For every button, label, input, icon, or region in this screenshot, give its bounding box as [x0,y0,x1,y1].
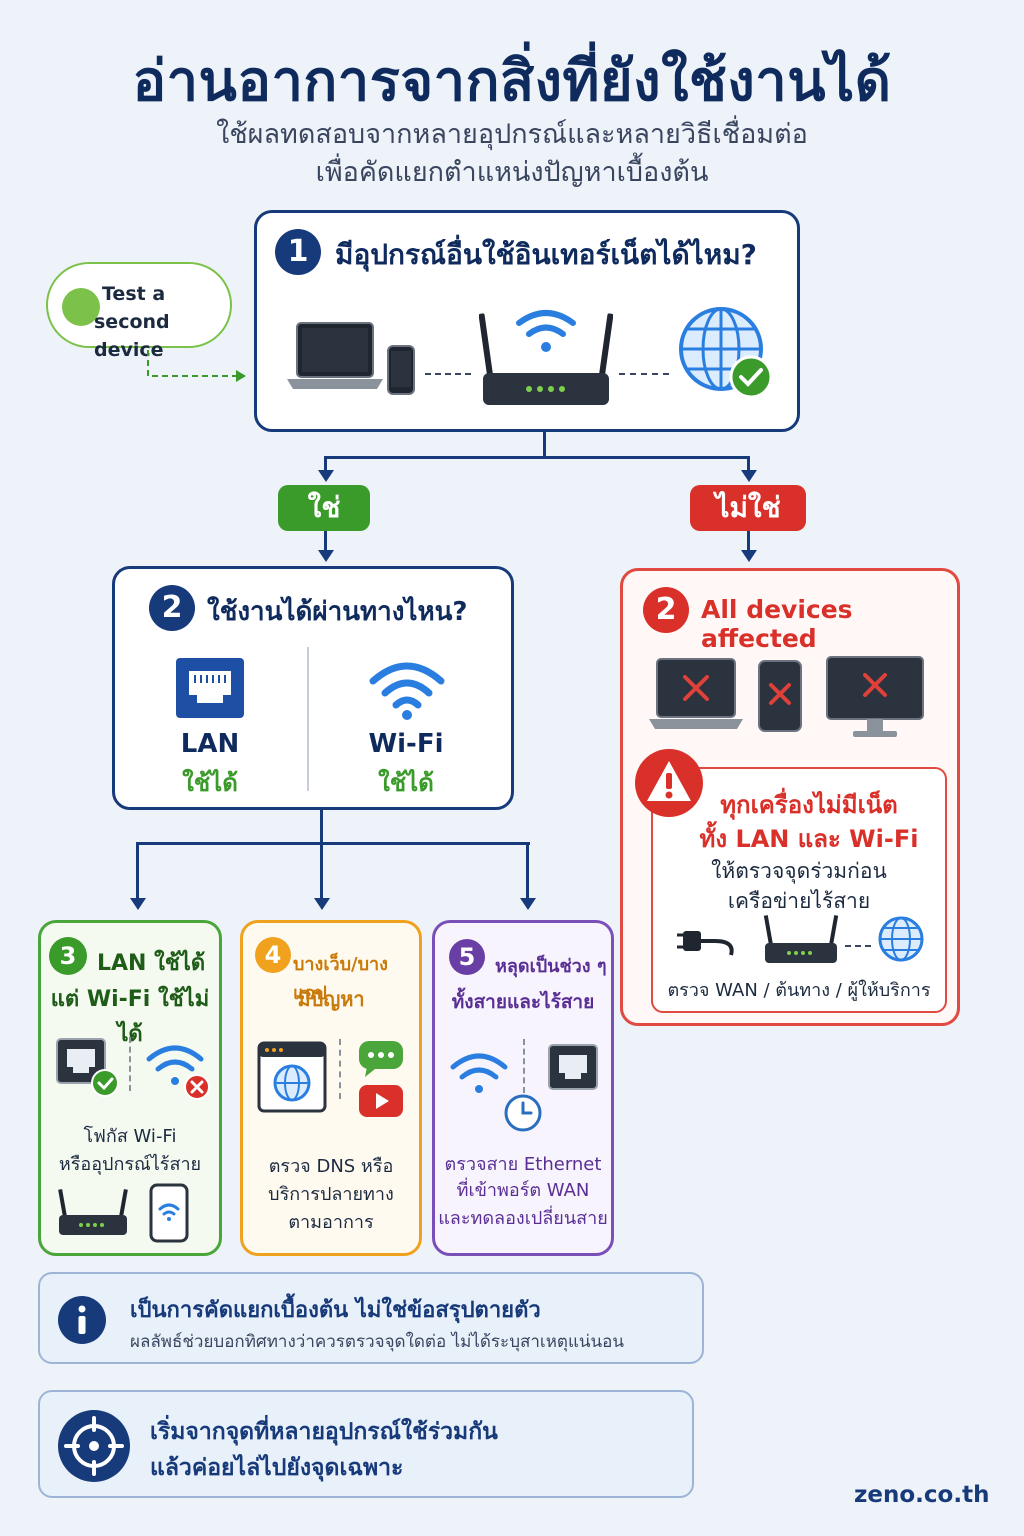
wifi-status: ใช้ได้ [378,769,434,797]
no-branch-label: ไม่ใช่ [690,485,806,531]
ethernet-check-icon [56,1038,119,1097]
brand-footer[interactable]: zeno.co.th [854,1482,990,1508]
dashed-link [619,373,669,375]
step1-number: 1 [275,229,321,275]
wifi-icon [450,1053,508,1093]
phone-x-icon [758,660,802,732]
tip-note: เริ่มจากจุดที่หลายอุปกรณ์ใช้ร่วมกัน แล้ว… [38,1390,694,1498]
case5-card: 5 หลุดเป็นช่วง ๆ ทั้งสายและไร้สาย ตรวจสา… [432,920,614,1256]
dashed-link [425,373,471,375]
clock-icon [504,1094,542,1132]
case5-body-line1: ตรวจสาย Ethernet [444,1154,602,1175]
router-small-icon [58,1189,128,1235]
wifi-label: Wi-Fi [368,729,444,759]
router-icon [479,310,613,405]
browser-globe-icon [257,1041,327,1113]
step2-yes-question: ใช้งานได้ผ่านทางไหน? [207,597,468,627]
case3-number: 3 [49,937,87,975]
wifi-icon [369,662,445,720]
case4-body-line3: ตามอาการ [288,1212,374,1233]
info-icon [58,1296,106,1344]
side-note-arrow [147,350,246,382]
case5-body-line3: และทดลองเปลี่ยนสาย [438,1208,608,1229]
tip-note-line1: เริ่มจากจุดที่หลายอุปกรณ์ใช้ร่วมกัน [150,1419,498,1445]
case3-title-line1: LAN ใช้ได้ [97,951,206,976]
case4-card: 4 บางเว็บ/บางแอป มีปัญหา ตรวจ DNS หรือ บ… [240,920,422,1256]
laptop-icon [287,322,383,389]
step2-yes-number: 2 [149,585,195,631]
warn-line2: ทั้ง LAN และ Wi-Fi [699,825,919,853]
tip-note-line2: แล้วค่อยไล่ไปยังจุดเฉพาะ [150,1455,404,1481]
advice-line1: ให้ตรวจจุดร่วมก่อน [711,859,887,883]
case4-number: 4 [255,937,291,973]
globe-small-icon [878,916,924,962]
ethernet-port-icon [176,658,244,718]
laptop-x-icon [649,658,743,729]
case4-title-line1: บางเว็บ/บางแอป [293,954,388,1004]
case3-body-line1: โฟกัส Wi-Fi [83,1126,177,1147]
crosshair-icon [58,1410,130,1482]
chat-bubble-icon [359,1041,403,1077]
lan-label: LAN [180,729,240,759]
page-title: อ่านอาการจากสิ่งที่ยังใช้งานได้ [132,49,892,114]
step2-no-inner-box [651,767,947,1013]
case3-body-line2: หรืออุปกรณ์ไร้สาย [58,1154,202,1175]
case4-body-line2: บริการปลายทาง [268,1184,394,1205]
step2-yes-box: 2 ใช้งานได้ผ่านทางไหน? LAN ใช้ได้ Wi-Fi … [112,566,514,810]
power-plug-icon [677,931,734,956]
monitor-x-icon [826,656,924,737]
case4-title-line2: มีปัญหา [297,987,365,1011]
side-note-line1: Test a [102,283,166,305]
globe-check-icon [679,307,773,399]
page-subtitle-line2: เพื่อคัดแยกตำแหน่งปัญหาเบื้องต้น [315,157,709,188]
case5-title-line1: หลุดเป็นช่วง ๆ [495,956,607,977]
case5-body-line2: ที่เข้าพอร์ต WAN [456,1180,590,1201]
advice-line2: เครือข่ายไร้สาย [727,889,871,913]
lan-status: ใช้ได้ [182,769,238,797]
step2-no-box: 2 All devices affected ทุกเครื่องไม่มีเน… [620,568,960,1026]
phone-wifi-icon [149,1183,189,1243]
ethernet-port-icon [548,1044,598,1090]
step2-no-title: All devices affected [701,595,853,653]
step1-box: 1 มีอุปกรณ์อื่นใช้อินเทอร์เน็ตได้ไหม? [254,210,800,432]
wifi-x-icon [146,1045,210,1100]
step1-question: มีอุปกรณ์อื่นใช้อินเทอร์เน็ตได้ไหม? [335,238,757,271]
page-subtitle-line1: ใช้ผลทดสอบจากหลายอุปกรณ์และหลายวิธีเชื่อ… [216,119,808,150]
green-dot-icon [62,288,100,326]
case3-card: 3 LAN ใช้ได้ แต่ Wi-Fi ใช้ไม่ได้ โฟกัส W… [38,920,222,1256]
case5-number: 5 [449,939,485,975]
warn-line1: ทุกเครื่องไม่มีเน็ต [720,791,898,819]
yes-branch-label: ใช่ [278,485,370,531]
info-note-title: เป็นการคัดแยกเบื้องต้น ไม่ใช่ข้อสรุปตายต… [130,1298,541,1323]
router-small-icon [763,915,839,963]
case3-title-line2: แต่ Wi-Fi ใช้ไม่ได้ [50,987,210,1047]
warning-icon [635,749,703,817]
test-second-device-note: Test a second device [46,262,232,361]
step2-no-number: 2 [643,587,689,633]
info-note: เป็นการคัดแยกเบื้องต้น ไม่ใช่ข้อสรุปตายต… [38,1272,704,1364]
info-note-body: ผลลัพธ์ช่วยบอกทิศทางว่าควรตรวจจุดใดต่อ ไ… [130,1332,624,1352]
case4-body-line1: ตรวจ DNS หรือ [268,1156,394,1177]
phone-icon [387,345,415,395]
video-play-icon [359,1085,403,1117]
case5-title-line2: ทั้งสายและไร้สาย [451,991,595,1013]
check-text: ตรวจ WAN / ต้นทาง / ผู้ให้บริการ [667,980,931,1001]
side-note-line2: second device [94,311,170,361]
